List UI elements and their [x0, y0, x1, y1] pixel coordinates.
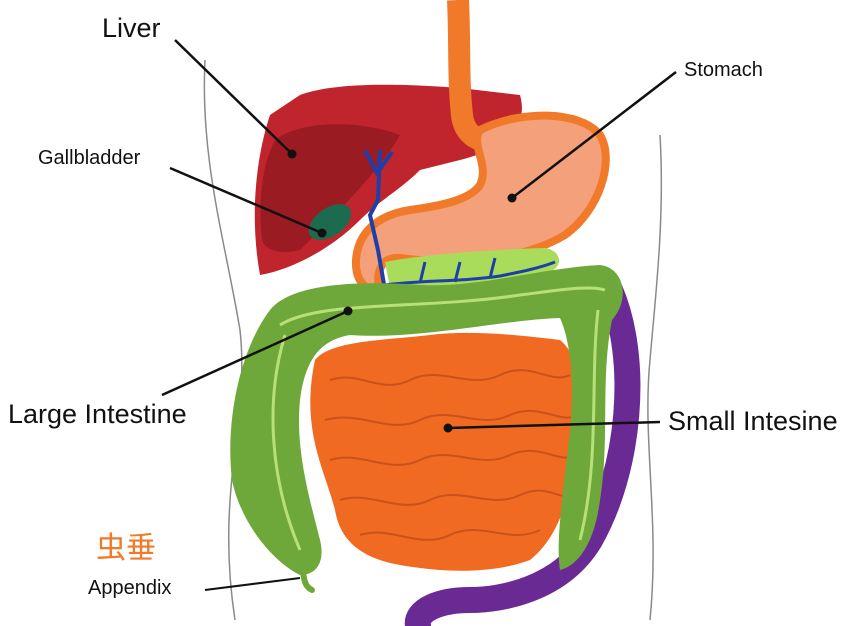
small-intestine-folds [324, 369, 579, 541]
appendix-label: Appendix [88, 577, 172, 599]
large-intestine-label: Large Intestine [8, 399, 187, 429]
leader-gallbladder [169, 166, 323, 235]
pancreas-vessels [384, 257, 556, 287]
large-intestine-highlight [271, 286, 606, 551]
leader-stomach [511, 71, 677, 199]
leader-large-intestine-dot [343, 306, 353, 316]
body-outline-left [203, 59, 243, 621]
small-intestine-label: Small Intesine [668, 406, 838, 436]
leader-liver [174, 39, 293, 155]
stomach-label: Stomach [684, 59, 763, 81]
gallbladder-label: Gallbladder [38, 147, 141, 169]
leader-gallbladder-dot [317, 228, 327, 238]
appendix-cjk-label: 虫垂 [96, 531, 156, 566]
body-outline-right [647, 134, 663, 621]
leader-stomach-dot [507, 193, 517, 203]
leader-small-intestine [447, 420, 661, 430]
leader-large-intestine [161, 309, 349, 397]
liver-label: Liver [102, 13, 161, 43]
leader-liver-dot [287, 149, 297, 159]
leader-appendix [204, 577, 301, 591]
large-intestine [230, 265, 623, 575]
leader-small-intestine-dot [443, 423, 453, 433]
appendix [297, 557, 315, 593]
small-intestine [310, 332, 584, 571]
bile-duct [363, 149, 394, 291]
